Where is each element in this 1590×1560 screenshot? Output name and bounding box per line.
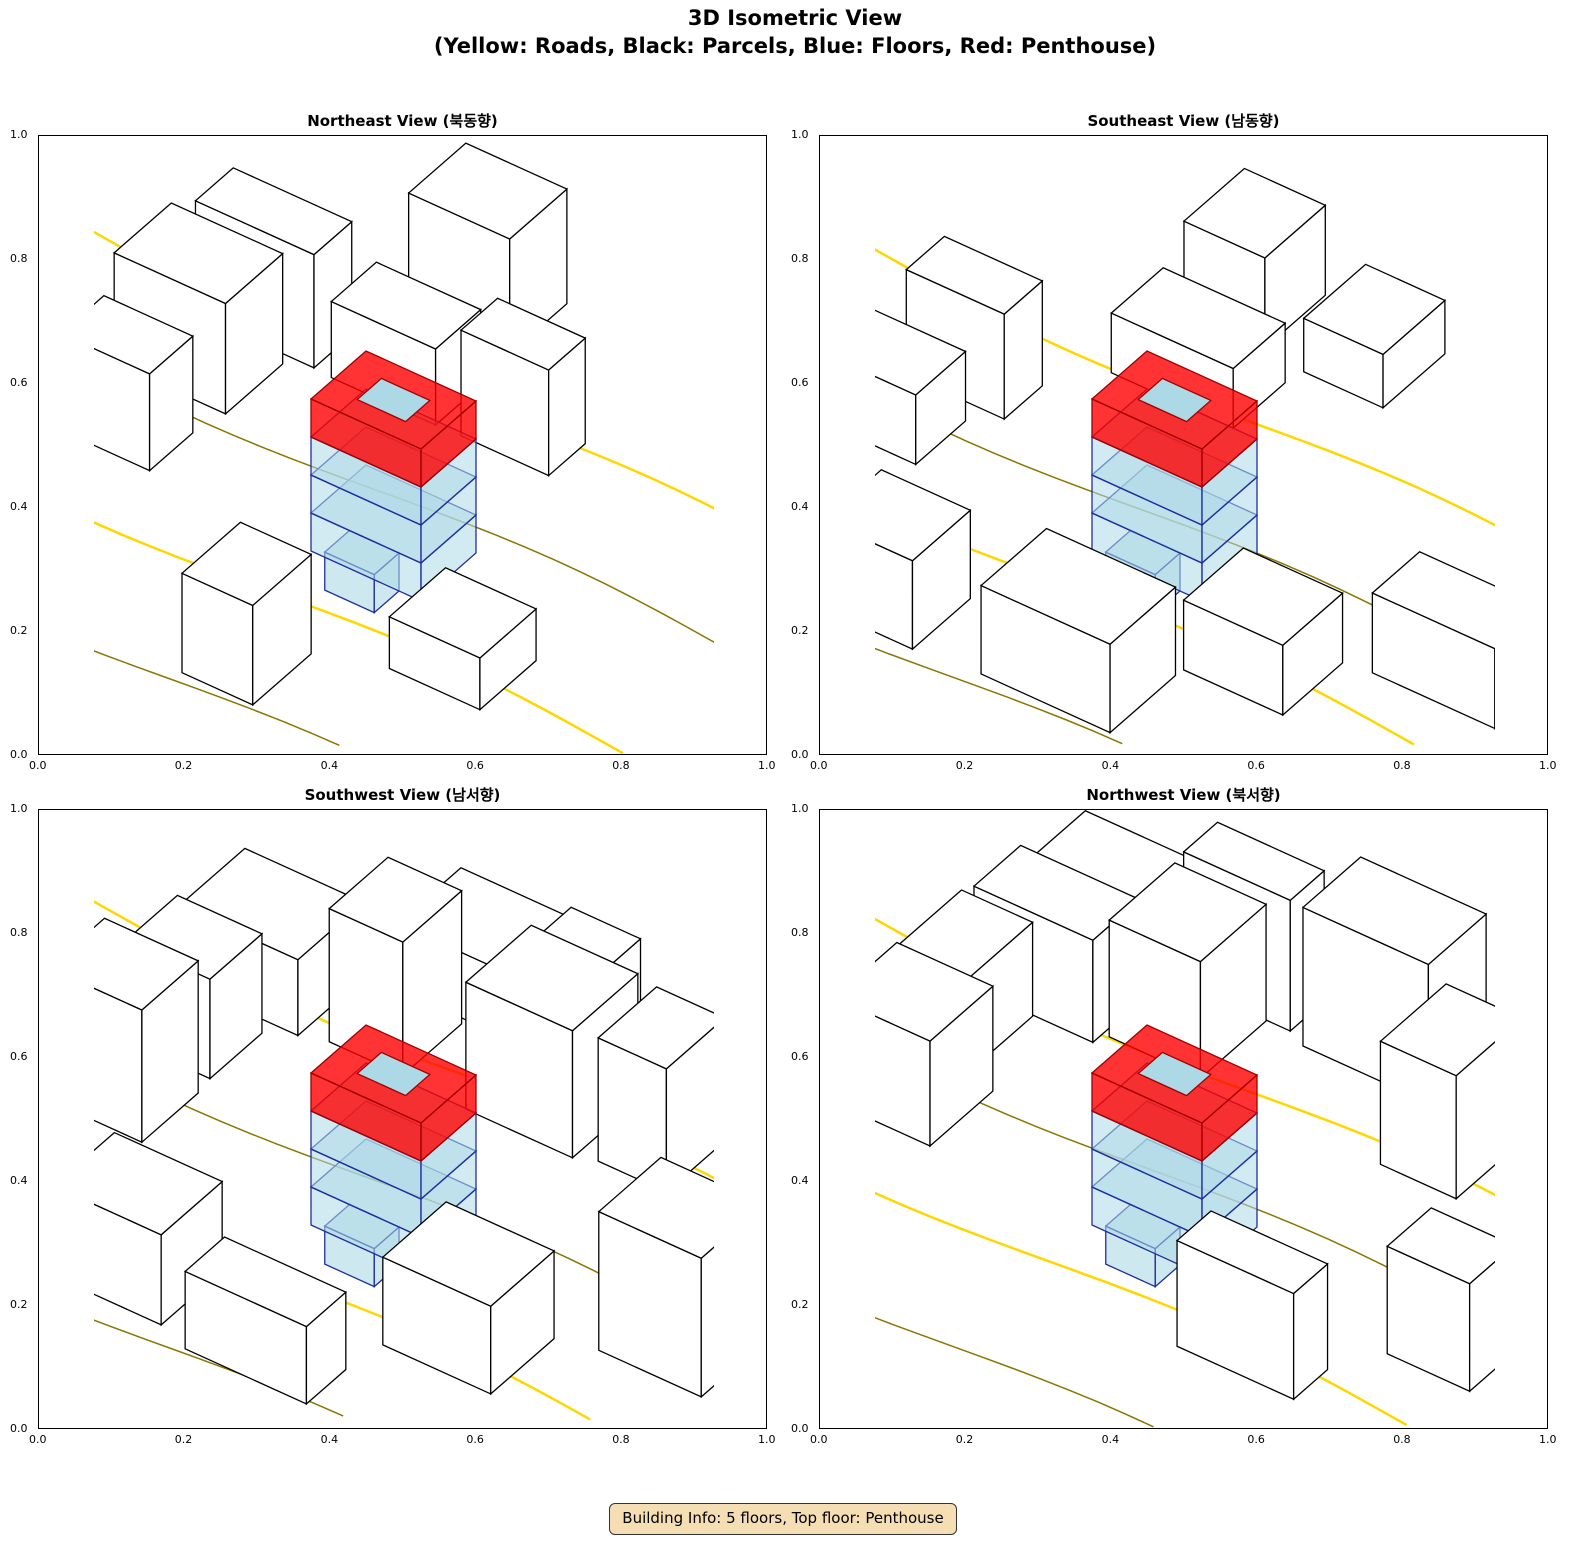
penthouse: [309, 1024, 478, 1163]
y-tick-label: 1.0: [791, 128, 809, 141]
parcel-building: [1371, 551, 1495, 730]
x-tick-label: 1.0: [1539, 759, 1557, 772]
y-tick-label: 0.4: [791, 500, 809, 513]
y-tick-label: 0.6: [10, 1050, 28, 1063]
road-line: [875, 647, 1123, 745]
x-tick-label: 0.4: [1101, 759, 1120, 772]
y-tick-label: 1.0: [10, 802, 28, 815]
subplot-axes: [819, 809, 1548, 1429]
x-tick-label: 0.2: [174, 759, 193, 772]
y-tick-label: 0.6: [10, 376, 28, 389]
x-tick-label: 0.0: [810, 1433, 828, 1446]
x-tick-label: 0.4: [320, 1433, 339, 1446]
subplot-title: Southeast View (남동향): [1087, 112, 1280, 130]
figure-title: 3D Isometric View: [687, 6, 903, 30]
parcel-building: [94, 917, 200, 1144]
y-tick-label: 1.0: [791, 802, 809, 815]
x-tick-label: 0.0: [29, 1433, 47, 1446]
subplot-axes: [819, 135, 1548, 755]
penthouse: [1090, 1024, 1259, 1163]
subplot-axes: [38, 135, 767, 755]
penthouse-courtyard: [356, 1051, 431, 1097]
parcel-building: [1379, 983, 1495, 1201]
subplot-title: Southwest View (남서향): [304, 786, 501, 804]
x-tick-label: 0.4: [320, 759, 339, 772]
subplot-axes: [38, 809, 767, 1429]
x-tick-label: 1.0: [1539, 1433, 1557, 1446]
penthouse-courtyard: [1137, 1051, 1212, 1097]
road-line: [94, 521, 624, 754]
penthouse-courtyard: [356, 377, 431, 423]
x-tick-label: 0.0: [810, 759, 828, 772]
parcel-building: [1302, 263, 1447, 410]
x-tick-label: 0.8: [612, 1433, 630, 1446]
x-tick-label: 0.2: [955, 759, 974, 772]
parcel-building: [180, 521, 313, 707]
building-info-box: Building Info: 5 floors, Top floor: Pent…: [609, 1503, 957, 1535]
road-line: [94, 650, 340, 746]
y-tick-label: 0.8: [791, 926, 809, 939]
penthouse: [309, 350, 478, 489]
penthouse: [1090, 350, 1259, 489]
x-tick-label: 0.6: [466, 759, 484, 772]
parcel-building: [1175, 1210, 1329, 1401]
parcel-building: [459, 297, 587, 477]
x-tick-label: 0.6: [466, 1433, 484, 1446]
x-tick-label: 0.0: [29, 759, 47, 772]
y-tick-label: 0.6: [791, 1050, 809, 1063]
x-tick-label: 0.8: [612, 759, 630, 772]
y-tick-label: 0.4: [10, 500, 28, 513]
parcel-building: [979, 527, 1177, 735]
y-tick-label: 0.8: [10, 926, 28, 939]
parcel-building: [1182, 547, 1344, 717]
y-tick-label: 0.0: [791, 1422, 809, 1435]
x-tick-label: 0.8: [1393, 759, 1411, 772]
figure-subtitle: (Yellow: Roads, Black: Parcels, Blue: Fl…: [433, 34, 1157, 58]
parcel-building: [94, 1131, 224, 1327]
subplot-title: Northeast View (북동향): [307, 112, 498, 130]
parcel-building: [183, 1236, 348, 1406]
y-tick-label: 0.0: [10, 748, 28, 761]
y-tick-label: 0.8: [10, 252, 28, 265]
parcel-building: [875, 469, 972, 651]
parcel-building: [94, 294, 195, 473]
road-line: [875, 1316, 1154, 1428]
parcel-building: [905, 235, 1044, 421]
x-tick-label: 0.2: [955, 1433, 974, 1446]
parcel-building: [381, 1201, 556, 1396]
y-tick-label: 0.6: [791, 376, 809, 389]
penthouse-courtyard: [1137, 377, 1212, 423]
y-tick-label: 0.2: [791, 624, 809, 637]
y-tick-label: 0.0: [10, 1422, 28, 1435]
x-tick-label: 0.6: [1247, 759, 1265, 772]
parcel-building: [1386, 1207, 1495, 1393]
x-tick-label: 1.0: [758, 1433, 776, 1446]
y-tick-label: 1.0: [10, 128, 28, 141]
parcel-building: [597, 1156, 714, 1399]
parcel-building: [875, 941, 995, 1148]
parcel-building: [875, 309, 967, 466]
y-tick-label: 0.8: [791, 252, 809, 265]
y-tick-label: 0.4: [791, 1174, 809, 1187]
x-tick-label: 0.2: [174, 1433, 193, 1446]
x-tick-label: 0.6: [1247, 1433, 1265, 1446]
y-tick-label: 0.2: [791, 1298, 809, 1311]
parcel-building: [596, 986, 714, 1194]
y-tick-label: 0.2: [10, 624, 28, 637]
y-tick-label: 0.4: [10, 1174, 28, 1187]
subplot-title: Northwest View (북서향): [1086, 786, 1281, 804]
x-tick-label: 0.8: [1393, 1433, 1411, 1446]
x-tick-label: 0.4: [1101, 1433, 1120, 1446]
y-tick-label: 0.0: [791, 748, 809, 761]
y-tick-label: 0.2: [10, 1298, 28, 1311]
x-tick-label: 1.0: [758, 759, 776, 772]
parcel-building: [388, 567, 538, 712]
